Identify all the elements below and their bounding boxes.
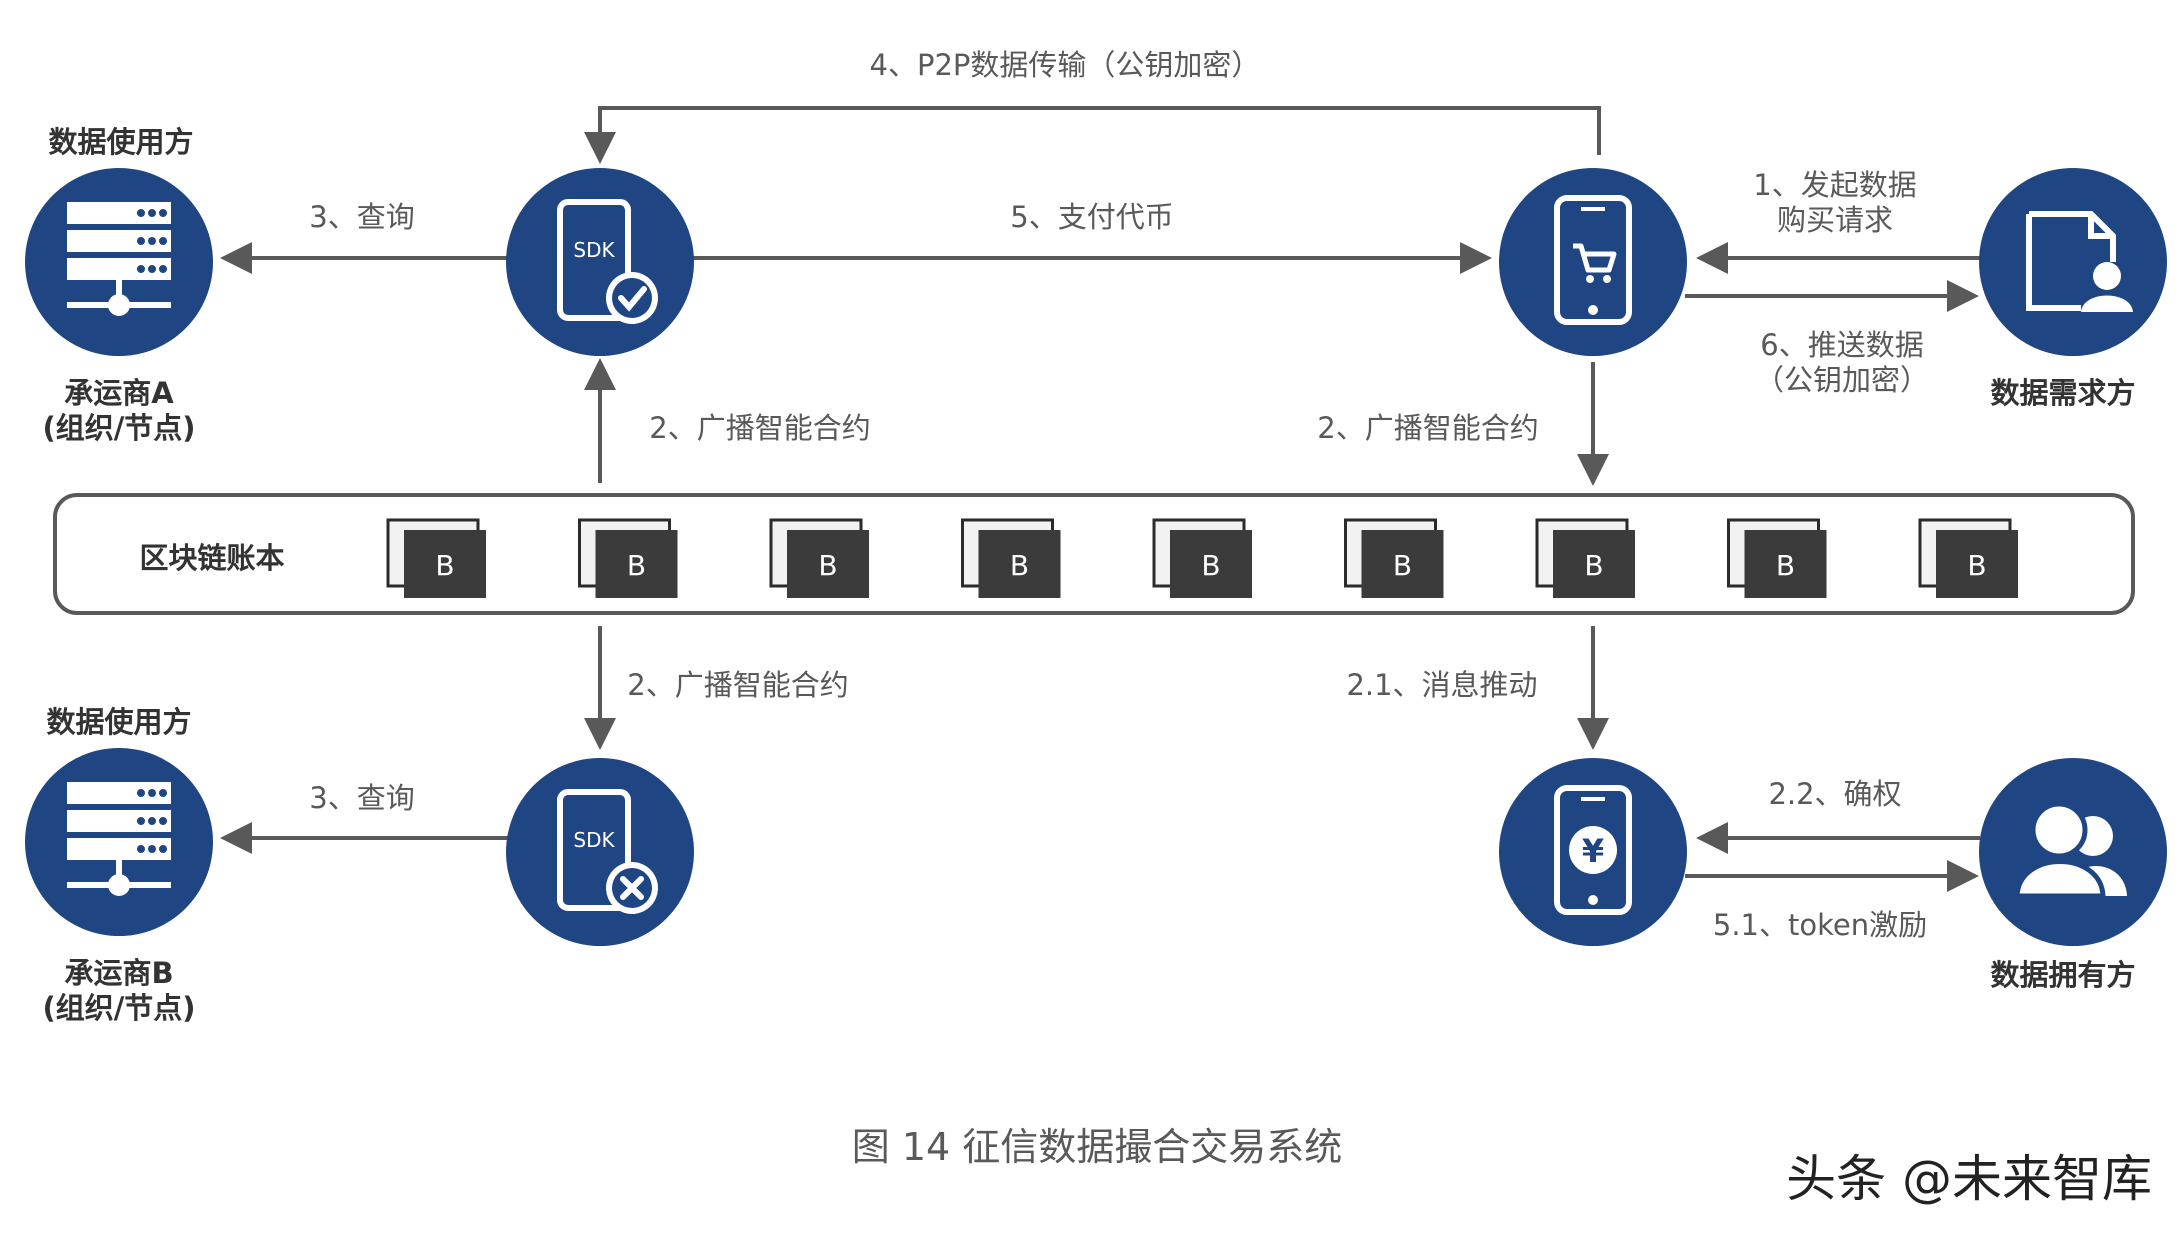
phone-cart-icon xyxy=(1554,195,1632,325)
phone-sdk-cross-icon: SDK xyxy=(557,789,658,914)
node-owner-caption: 数据拥有方 xyxy=(1990,958,2135,992)
svg-text:SDK: SDK xyxy=(573,238,615,262)
users-icon xyxy=(2014,801,2127,899)
ledger-block-label: B xyxy=(818,549,837,582)
label-pay: 5、支付代币 xyxy=(1010,200,1173,234)
label-msg-push: 2.1、消息推动 xyxy=(1346,668,1537,702)
blockchain-ledger: 区块链账本 B B B B B B B B B xyxy=(53,493,2135,615)
node-user-b-caption-2: (组织/节点) xyxy=(42,991,195,1025)
node-user-a-title: 数据使用方 xyxy=(48,125,193,159)
ledger-block: B xyxy=(1152,518,1252,598)
ledger-block: B xyxy=(961,518,1061,598)
node-owner: 数据拥有方 xyxy=(1979,758,2167,992)
label-request-line2: 购买请求 xyxy=(1777,203,1893,237)
phone-sdk-check-icon: SDK xyxy=(557,199,658,324)
ledger-block: B xyxy=(1918,518,2018,598)
ledger-block: B xyxy=(1535,518,1635,598)
node-user-b-caption-1: 承运商B xyxy=(64,956,173,990)
svg-text:SDK: SDK xyxy=(573,828,615,852)
node-sdk-ok: SDK xyxy=(506,168,694,356)
label-query-b: 3、查询 xyxy=(309,781,414,815)
ledger-block-label: B xyxy=(1201,549,1220,582)
ledger-block-label: B xyxy=(1584,549,1603,582)
label-broadcast-down-right: 2、广播智能合约 xyxy=(1317,411,1538,445)
label-confirm: 2.2、确权 xyxy=(1768,777,1901,811)
ledger-block: B xyxy=(578,518,678,598)
ledger-block: B xyxy=(769,518,869,598)
ledger-label: 区块链账本 xyxy=(139,541,284,575)
ledger-block-label: B xyxy=(1393,549,1412,582)
ledger-block: B xyxy=(1727,518,1827,598)
svg-text:¥: ¥ xyxy=(1582,832,1604,870)
node-user-b-title: 数据使用方 xyxy=(46,705,191,739)
ledger-block-label: B xyxy=(1010,549,1029,582)
node-user-a: 数据使用方 承运商A (组织/节点) xyxy=(25,125,213,445)
label-query-a: 3、查询 xyxy=(309,200,414,234)
label-p2p: 4、P2P数据传输（公钥加密） xyxy=(870,48,1261,82)
server-icon xyxy=(67,202,171,316)
figure-caption: 图 14 征信数据撮合交易系统 xyxy=(852,1125,1343,1169)
node-user-b: 数据使用方 承运商B (组织/节点) xyxy=(25,705,213,1025)
ledger-block-label: B xyxy=(1776,549,1795,582)
server-icon xyxy=(67,782,171,896)
label-push-line1: 6、推送数据 xyxy=(1760,328,1923,362)
ledger-block-label: B xyxy=(435,549,454,582)
watermark: 头条 @未来智库 xyxy=(1786,1150,2152,1208)
node-sdk-fail: SDK xyxy=(506,758,694,946)
node-demander-caption: 数据需求方 xyxy=(1990,376,2135,410)
ledger-block: B xyxy=(386,518,486,598)
node-cart-phone xyxy=(1499,168,1687,356)
node-yen-phone: ¥ xyxy=(1499,758,1687,946)
node-demander: 数据需求方 xyxy=(1979,168,2167,410)
label-token: 5.1、token激励 xyxy=(1713,908,1927,942)
arrow-p2p xyxy=(584,106,1601,164)
label-broadcast-up-left: 2、广播智能合约 xyxy=(649,411,870,445)
label-request-line1: 1、发起数据 xyxy=(1753,168,1916,202)
node-user-a-caption-1: 承运商A xyxy=(64,376,174,410)
ledger-block: B xyxy=(1344,518,1444,598)
ledger-block-label: B xyxy=(1967,549,1986,582)
label-push-line2: （公钥加密） xyxy=(1755,363,1929,397)
document-user-icon xyxy=(2026,211,2133,312)
arrows xyxy=(220,106,1980,892)
ledger-block-label: B xyxy=(627,549,646,582)
phone-yen-icon: ¥ xyxy=(1554,785,1632,915)
label-broadcast-down-left: 2、广播智能合约 xyxy=(627,668,848,702)
node-user-a-caption-2: (组织/节点) xyxy=(42,411,195,445)
